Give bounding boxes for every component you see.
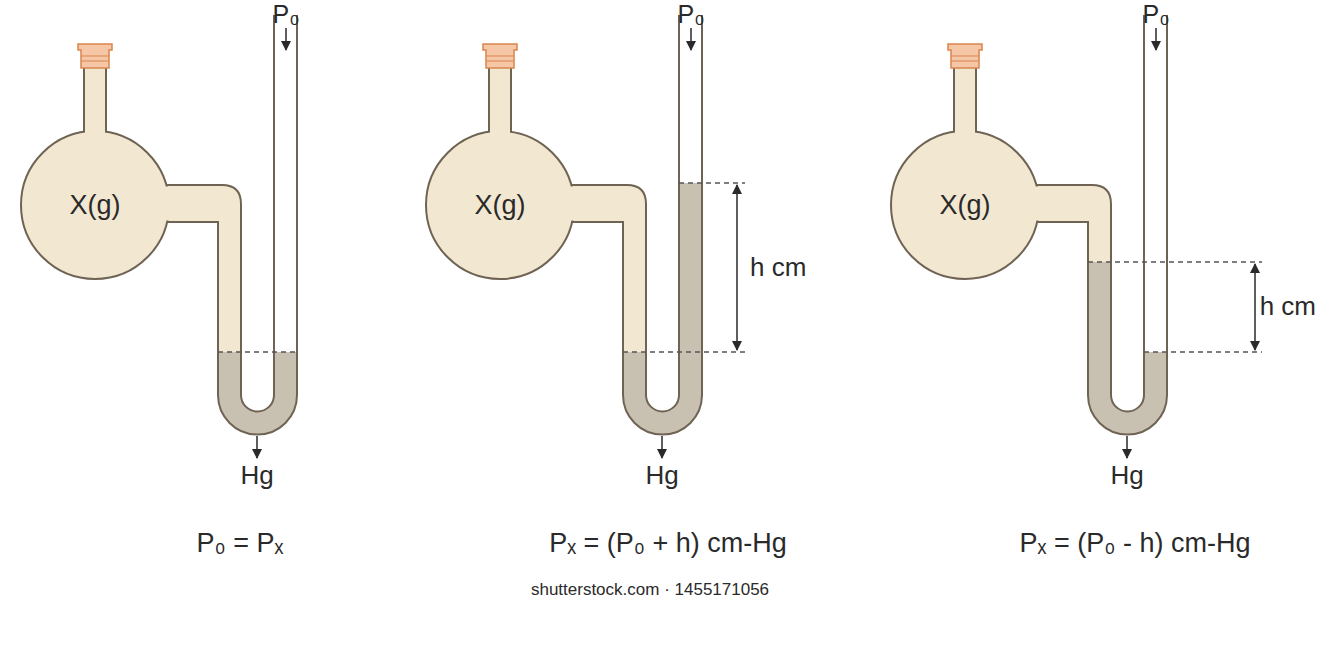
pressure-formula: Pₓ = (P₀ + h) cm-Hg [549,528,787,559]
pressure-label: P₀ [1142,0,1169,29]
gas-bulb: X(g) [20,130,170,280]
pressure-formula: Pₓ = (P₀ - h) cm-Hg [1020,528,1251,559]
pressure-label: P₀ [272,0,299,29]
gas-label: X(g) [474,190,525,221]
pressure-label: P₀ [677,0,704,29]
height-dimension: h cm [1258,291,1318,322]
gas-label: X(g) [69,190,120,221]
gas-bulb: X(g) [890,130,1040,280]
pressure-formula: P₀ = Pₓ [197,528,284,559]
mercury-label: Hg [645,460,678,491]
gas-bulb: X(g) [425,130,575,280]
watermark: shutterstock.com · 1455171056 [531,580,769,600]
mercury-label: Hg [240,460,273,491]
mercury-label: Hg [1110,460,1143,491]
gas-label: X(g) [939,190,990,221]
height-dimension: h cm [748,252,808,283]
